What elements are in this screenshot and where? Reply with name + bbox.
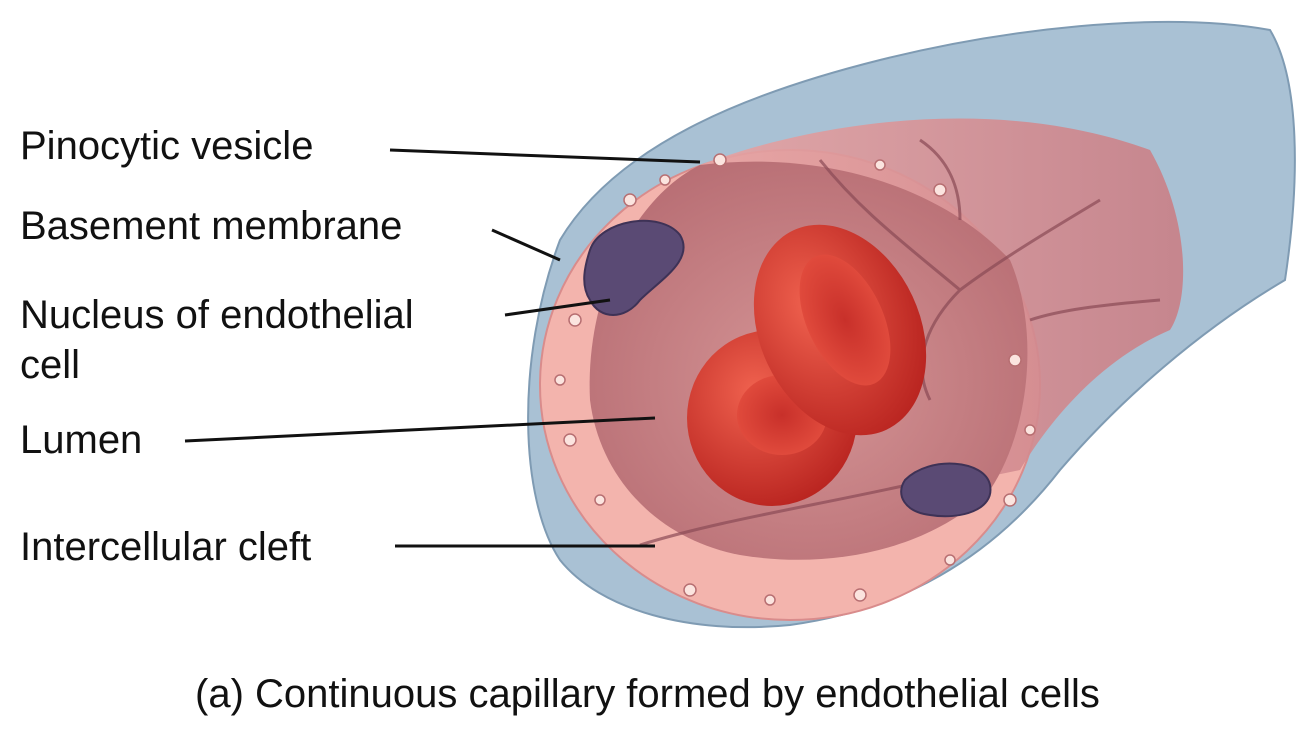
leader-line-lumen <box>184 416 656 443</box>
leader-line-nucleus <box>504 298 611 317</box>
label-intercellular-cleft: Intercellular cleft <box>20 525 312 569</box>
red-blood-cell-upper <box>753 224 927 436</box>
pinocytic-vesicles <box>554 153 1036 606</box>
leader-line-pinocytic <box>389 148 701 164</box>
leader-lines <box>184 148 701 548</box>
label-pinocytic-vesicle: Pinocytic vesicle <box>20 124 314 168</box>
leader-line-basement <box>491 228 561 262</box>
cell-borders <box>639 138 1161 547</box>
label-nucleus-of-endothelial-cell: Nucleus of endothelial cell <box>20 293 414 387</box>
nucleus-upper <box>583 219 685 316</box>
nucleus-lower <box>900 462 992 518</box>
label-lumen: Lumen <box>20 418 143 462</box>
figure-caption: (a) Continuous capillary formed by endot… <box>195 672 1100 716</box>
label-basement-membrane: Basement membrane <box>20 204 403 248</box>
